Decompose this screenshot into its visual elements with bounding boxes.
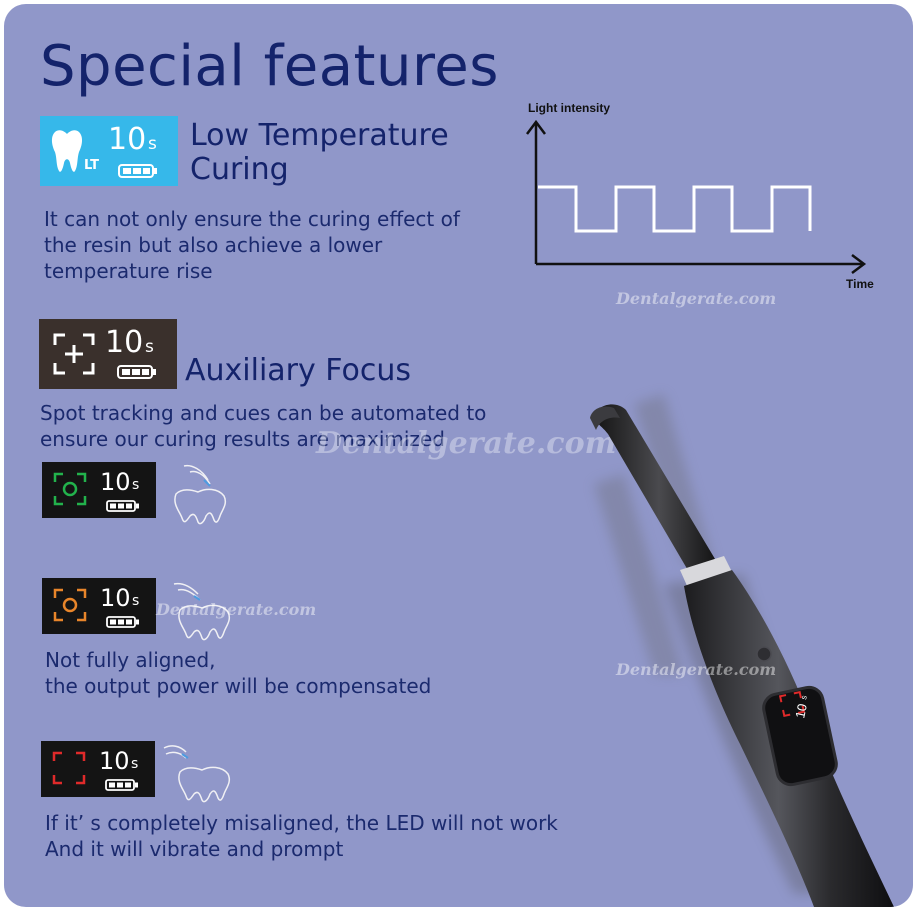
focus-target-icon [52,751,86,785]
battery-icon [105,779,138,791]
tooth-partial-icon [173,582,231,641]
lt-desc-line2: the resin but also achieve a lower [44,233,383,257]
focus-desc-line2: ensure our curing results are maximized [40,427,445,451]
partial-timer-unit: s [132,593,140,609]
battery-icon [117,365,156,379]
pulse-waveform [538,185,812,233]
device-timer-unit: s [799,695,809,701]
graph-x-label: Time [846,277,874,291]
aligned-timer-value: 10 [100,468,131,496]
lt-badge: LT 10 s [40,116,178,186]
lt-heading-line1: Low Temperature [190,118,449,153]
focus-timer-unit: s [145,337,154,357]
focus-desc-line1: Spot tracking and cues can be automated … [40,401,487,425]
watermark: Dentalgerate.com [616,660,777,679]
focus-heading: Auxiliary Focus [185,353,411,388]
misaligned-badge: 10 s [41,741,155,797]
lt-heading-line2: Curing [190,152,289,187]
battery-icon [106,500,139,512]
watermark: Dentalgerate.com [616,289,777,308]
focus-target-icon [53,472,87,506]
tooth-icon [51,130,83,172]
lt-desc-line3: temperature rise [44,259,213,283]
aligned-timer-unit: s [132,477,140,493]
curing-light-device: 10 s [590,394,894,907]
watermark: Dentalgerate.com [156,600,317,619]
partial-badge: 10 s [42,578,156,634]
light-intensity-graph: Light intensity Time [526,101,874,291]
focus-badge: 10 s [39,319,177,389]
partial-desc-line1: Not fully aligned, [45,648,216,672]
tooth-misaligned-icon [163,745,231,803]
lt-mode-label: LT [84,158,99,173]
battery-icon [106,616,139,628]
lt-timer-unit: s [148,134,157,154]
watermark: Dentalgerate.com [316,426,617,461]
tooth-aligned-icon [174,464,227,525]
product-feature-panel: Special features LT 10 s Low Temperature… [4,4,913,907]
partial-timer-value: 10 [100,584,131,612]
lt-desc-line1: It can not only ensure the curing effect… [44,207,460,231]
focus-timer-value: 10 [105,325,144,360]
focus-target-icon [53,588,87,622]
misaligned-desc-line2: And it will vibrate and prompt [45,837,344,861]
battery-icon [118,164,157,178]
misaligned-desc-line1: If it’ s completely misaligned, the LED … [45,811,558,835]
aligned-badge: 10 s [42,462,156,518]
lt-timer-value: 10 [108,122,147,157]
partial-desc-line2: the output power will be compensated [45,674,432,698]
graph-y-label: Light intensity [528,101,610,115]
page-title: Special features [40,34,499,99]
device-timer-value: 10 [792,702,810,719]
focus-plus-icon [53,333,95,375]
misaligned-timer-value: 10 [99,747,130,775]
misaligned-timer-unit: s [131,756,139,772]
